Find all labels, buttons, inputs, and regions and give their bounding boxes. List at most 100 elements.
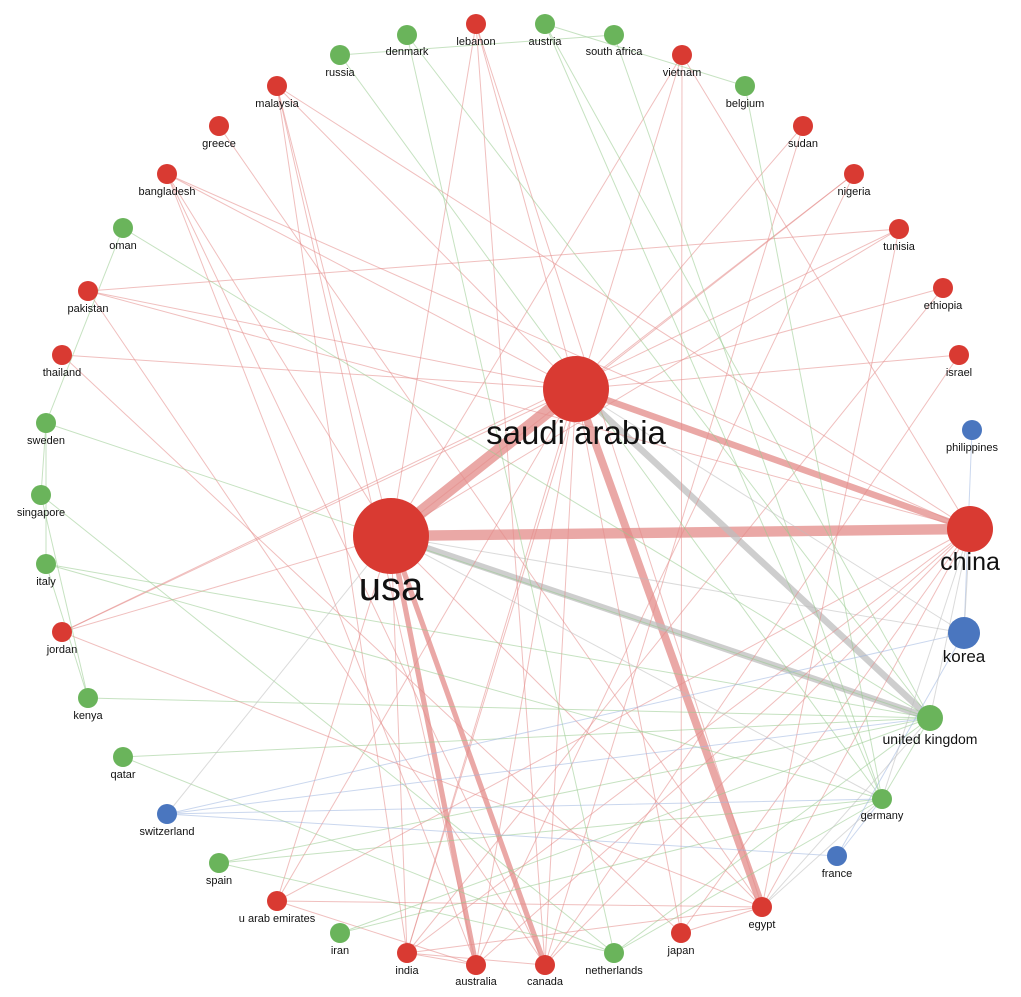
node-netherlands[interactable] — [604, 943, 624, 963]
node-philippines[interactable] — [962, 420, 982, 440]
node-tunisia[interactable] — [889, 219, 909, 239]
node-vietnam[interactable] — [672, 45, 692, 65]
node-kenya[interactable] — [78, 688, 98, 708]
node-china[interactable] — [947, 506, 993, 552]
node-spain[interactable] — [209, 853, 229, 873]
node-greece[interactable] — [209, 116, 229, 136]
node-usa[interactable] — [353, 498, 429, 574]
edge-egypt-germany — [761, 798, 883, 908]
node-israel[interactable] — [949, 345, 969, 365]
edge-austria-belgium — [544, 23, 746, 87]
edge-u-arab-emirates-australia — [276, 900, 477, 966]
node-label-germany: germany — [861, 810, 904, 822]
edge-usa-nigeria — [390, 173, 855, 537]
node-pakistan[interactable] — [78, 281, 98, 301]
node-egypt[interactable] — [752, 897, 772, 917]
node-lebanon[interactable] — [466, 14, 486, 34]
node-saudi-arabia[interactable] — [543, 356, 609, 422]
edge-greece-egypt — [218, 125, 763, 908]
node-ethiopia[interactable] — [933, 278, 953, 298]
node-oman[interactable] — [113, 218, 133, 238]
edge-saudi-arabia-sudan — [575, 125, 804, 390]
node-label-australia: australia — [455, 976, 497, 988]
edge-egypt-japan — [680, 906, 763, 934]
node-label-korea: korea — [943, 647, 986, 666]
edge-switzerland-germany — [166, 798, 883, 815]
edge-usa-tunisia — [390, 228, 900, 537]
edge-saudi-arabia-united-kingdom — [572, 385, 934, 722]
node-label-malaysia: malaysia — [255, 98, 299, 110]
node-label-united-kingdom: united kingdom — [883, 731, 978, 747]
edge-qatar-netherlands — [122, 756, 615, 954]
node-label-usa: usa — [359, 565, 424, 609]
node-switzerland[interactable] — [157, 804, 177, 824]
node-label-philippines: philippines — [946, 442, 998, 454]
edge-egypt-tunisia — [761, 228, 900, 908]
edge-saudi-arabia-australia — [475, 388, 577, 966]
edge-china-pakistan — [87, 290, 971, 530]
edge-saudi-arabia-ethiopia — [575, 287, 944, 390]
node-belgium[interactable] — [735, 76, 755, 96]
node-canada[interactable] — [535, 955, 555, 975]
edge-bangladesh-canada — [166, 173, 546, 966]
edge-switzerland-united-kingdom — [166, 717, 931, 815]
edge-china-india — [406, 528, 971, 954]
node-india[interactable] — [397, 943, 417, 963]
node-sudan[interactable] — [793, 116, 813, 136]
edge-usa-bangladesh — [166, 173, 392, 537]
node-label-iran: iran — [331, 945, 349, 957]
edge-egypt-united-kingdom — [761, 717, 931, 908]
node-south-africa[interactable] — [604, 25, 624, 45]
node-label-oman: oman — [109, 240, 137, 252]
edge-china-germany — [881, 528, 971, 800]
edge-saudi-arabia-thailand — [61, 354, 577, 390]
edge-usa-switzerland — [166, 535, 392, 815]
edge-united-kingdom-italy — [45, 563, 931, 719]
edge-korea-france — [836, 632, 965, 857]
edge-singapore-netherlands — [40, 494, 615, 954]
edge-china-united-kingdom — [929, 528, 971, 719]
edge-sudan-canada — [544, 125, 804, 966]
edge-united-kingdom-qatar — [122, 717, 931, 758]
node-australia[interactable] — [466, 955, 486, 975]
node-qatar[interactable] — [113, 747, 133, 767]
node-russia[interactable] — [330, 45, 350, 65]
node-jordan[interactable] — [52, 622, 72, 642]
edge-bangladesh-australia — [166, 173, 477, 966]
node-label-sudan: sudan — [788, 138, 818, 150]
node-austria[interactable] — [535, 14, 555, 34]
node-singapore[interactable] — [31, 485, 51, 505]
edge-jordan-egypt — [61, 631, 763, 908]
edge-china-australia — [475, 528, 971, 966]
node-germany[interactable] — [872, 789, 892, 809]
edge-korea-switzerland — [166, 632, 965, 815]
node-iran[interactable] — [330, 923, 350, 943]
edge-spain-netherlands — [218, 862, 615, 954]
node-thailand[interactable] — [52, 345, 72, 365]
edge-usa-australia — [388, 533, 479, 968]
edge-germany-austria — [544, 23, 883, 800]
node-u-arab-emirates[interactable] — [267, 891, 287, 911]
node-france[interactable] — [827, 846, 847, 866]
edge-saudi-arabia-canada — [544, 388, 577, 966]
nodes-layer — [31, 14, 993, 975]
node-japan[interactable] — [671, 923, 691, 943]
edge-usa-germany — [390, 535, 883, 800]
node-korea[interactable] — [948, 617, 980, 649]
edge-india-australia — [406, 952, 477, 966]
node-bangladesh[interactable] — [157, 164, 177, 184]
node-nigeria[interactable] — [844, 164, 864, 184]
node-denmark[interactable] — [397, 25, 417, 45]
node-italy[interactable] — [36, 554, 56, 574]
edge-united-kingdom-austria — [544, 23, 931, 719]
edge-united-kingdom-oman — [122, 227, 931, 719]
edge-united-kingdom-kenya — [87, 697, 931, 719]
edge-israel-canada — [544, 354, 960, 966]
edge-vietnam-india — [406, 54, 683, 954]
node-sweden[interactable] — [36, 413, 56, 433]
edge-germany-iran — [339, 798, 883, 934]
node-malaysia[interactable] — [267, 76, 287, 96]
node-united-kingdom[interactable] — [917, 705, 943, 731]
edge-united-kingdom-denmark — [406, 34, 931, 719]
